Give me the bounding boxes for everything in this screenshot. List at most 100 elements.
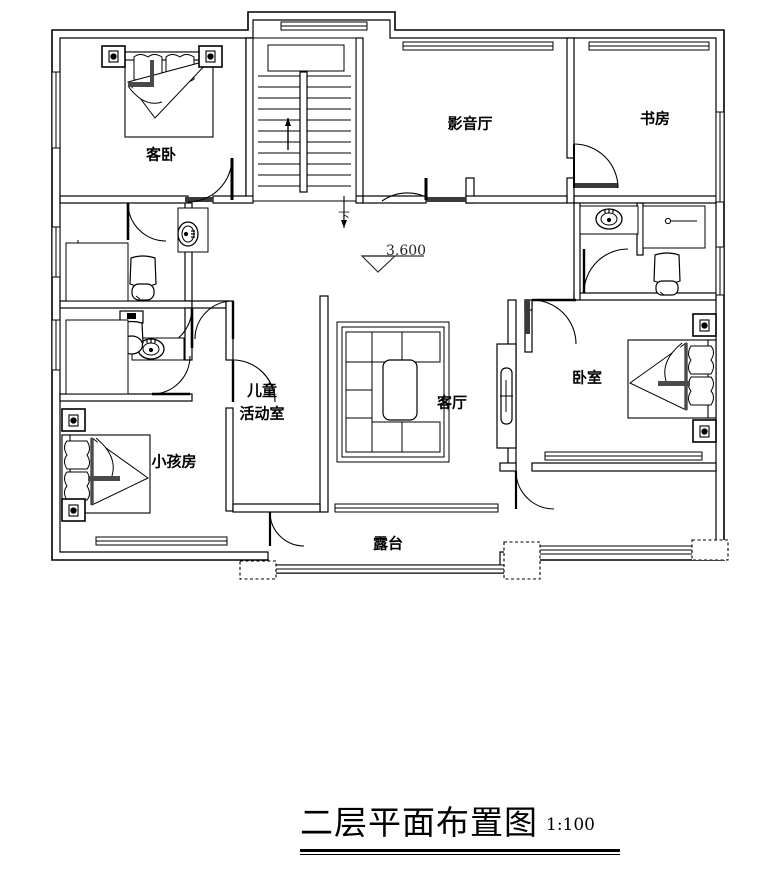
door-children-room — [231, 359, 276, 403]
window-bath-left-2 — [51, 319, 61, 371]
wall-rbath-bottom — [573, 292, 717, 301]
sofa-seat-top-2 — [371, 331, 403, 363]
door-master-bedroom — [525, 298, 577, 345]
door-playroom-north — [194, 300, 235, 340]
door-home-theater — [381, 178, 466, 202]
window-home-theater — [402, 41, 554, 51]
room-labels-group: 客卧 影音厅 书房 儿童 活动室 客厅 卧室 小孩房 露台 — [145, 110, 670, 553]
wall-study-bottom — [573, 195, 717, 204]
title-underline — [300, 849, 620, 855]
wall-theater-right — [566, 37, 575, 159]
wall-master-bottom — [531, 462, 717, 472]
stair-down-label: 下 — [338, 210, 350, 224]
door-bath-left-3 — [151, 355, 191, 396]
room-label-home-theater: 影音厅 — [447, 115, 492, 133]
shower-tray — [642, 205, 706, 249]
window-study-right — [715, 111, 725, 203]
title-rule-thick — [300, 849, 620, 852]
stair-up-arrow — [285, 118, 291, 150]
window-study-top — [588, 41, 710, 51]
window-right-bath — [715, 246, 725, 296]
bath-right-fixtures — [579, 205, 706, 296]
duvet — [127, 59, 212, 119]
stair-handrail — [299, 71, 308, 193]
stair-down-marker — [341, 196, 347, 228]
door-guest-bedroom — [185, 157, 234, 203]
room-label-living-room: 客厅 — [436, 394, 467, 412]
wall-theater-bottom-r2 — [465, 195, 568, 204]
window-living-slider — [334, 503, 499, 513]
terrace-column-right — [691, 539, 729, 561]
wall-kids-bottom — [232, 503, 321, 513]
room-label-master-bedroom: 卧室 — [572, 369, 602, 387]
doors-group — [126, 143, 629, 547]
nightstand-top — [61, 408, 86, 432]
stair-upper-landing — [267, 44, 345, 72]
title-block: 二层平面布置图 1:100 — [300, 806, 595, 839]
wall-living-bottom-stub — [499, 462, 517, 472]
room-label-terrace: 露台 — [373, 535, 403, 553]
toilet-1 — [129, 255, 157, 301]
nightstand-bottom — [692, 419, 717, 443]
room-label-kids-playroom-l1: 儿童 — [246, 382, 277, 400]
bath-left-upper-fixtures — [65, 207, 209, 302]
pillows — [64, 440, 90, 501]
bed-guest-bedroom — [101, 45, 223, 138]
washbasin-1 — [177, 221, 199, 247]
sofa-seat-left-3 — [345, 417, 373, 453]
wall-bath-mid-horiz-2 — [191, 300, 227, 309]
wall-theater-right-b — [566, 177, 575, 204]
nightstand-top — [692, 313, 717, 337]
toilet-3 — [653, 252, 681, 296]
sofa-seat-top-3 — [401, 331, 441, 363]
closet-left-2 — [65, 319, 129, 395]
wall-playroom-left-2 — [225, 407, 234, 512]
wall-stair-right — [355, 37, 364, 202]
room-label-guest-bedroom: 客卧 — [145, 146, 176, 164]
bed-children-room — [61, 408, 151, 522]
window-master-bedroom — [544, 451, 703, 461]
washbasin-3 — [595, 208, 623, 230]
door-terrace-side — [514, 470, 555, 510]
sofa-seat-top-1 — [345, 331, 373, 363]
wall-corridor-top — [355, 195, 364, 204]
window-bath-left-1 — [51, 226, 61, 278]
door-playroom-terrace — [268, 511, 305, 547]
wall-guest-stair-b — [245, 37, 254, 202]
wall-guest-bottom — [59, 195, 189, 204]
window-stair-bay — [280, 21, 368, 31]
window-guest-bedroom — [51, 71, 61, 149]
sofa-seat-left-1 — [345, 361, 373, 391]
wall-bath-mid-horiz — [59, 300, 193, 309]
door-bath-left-1 — [126, 202, 167, 242]
coffee-table — [382, 359, 418, 421]
sofa-seat-bot-2 — [371, 421, 403, 453]
shower-point-3 — [664, 217, 697, 225]
room-label-kids-playroom-l2: 活动室 — [239, 405, 284, 423]
window-children-room — [95, 536, 228, 546]
wall-rbath-left — [573, 202, 581, 301]
drawing-title: 二层平面布置图 — [300, 803, 538, 842]
drawing-scale: 1:100 — [546, 815, 595, 835]
wall-playroom-right — [319, 295, 329, 513]
staircase — [252, 37, 357, 228]
sofa-seat-left-2 — [345, 389, 373, 419]
duvet — [629, 342, 690, 411]
pillows — [688, 345, 714, 406]
terrace-column-mid — [503, 541, 541, 580]
door-right-bath — [582, 248, 629, 294]
wall-theater-bottom-l — [362, 195, 427, 204]
nightstand-left — [101, 45, 126, 68]
sofa-living-room — [336, 321, 450, 463]
title-rule-thin — [300, 854, 620, 855]
room-label-children-room: 小孩房 — [151, 453, 196, 471]
bath-left-lower-fixtures — [65, 310, 185, 395]
tv-cabinet-niche — [496, 343, 517, 449]
elevation-marker — [360, 255, 424, 273]
nightstand-right — [198, 45, 223, 68]
door-study — [573, 143, 619, 189]
terrace-column-left — [239, 560, 277, 580]
bed-master-bedroom — [627, 313, 717, 443]
